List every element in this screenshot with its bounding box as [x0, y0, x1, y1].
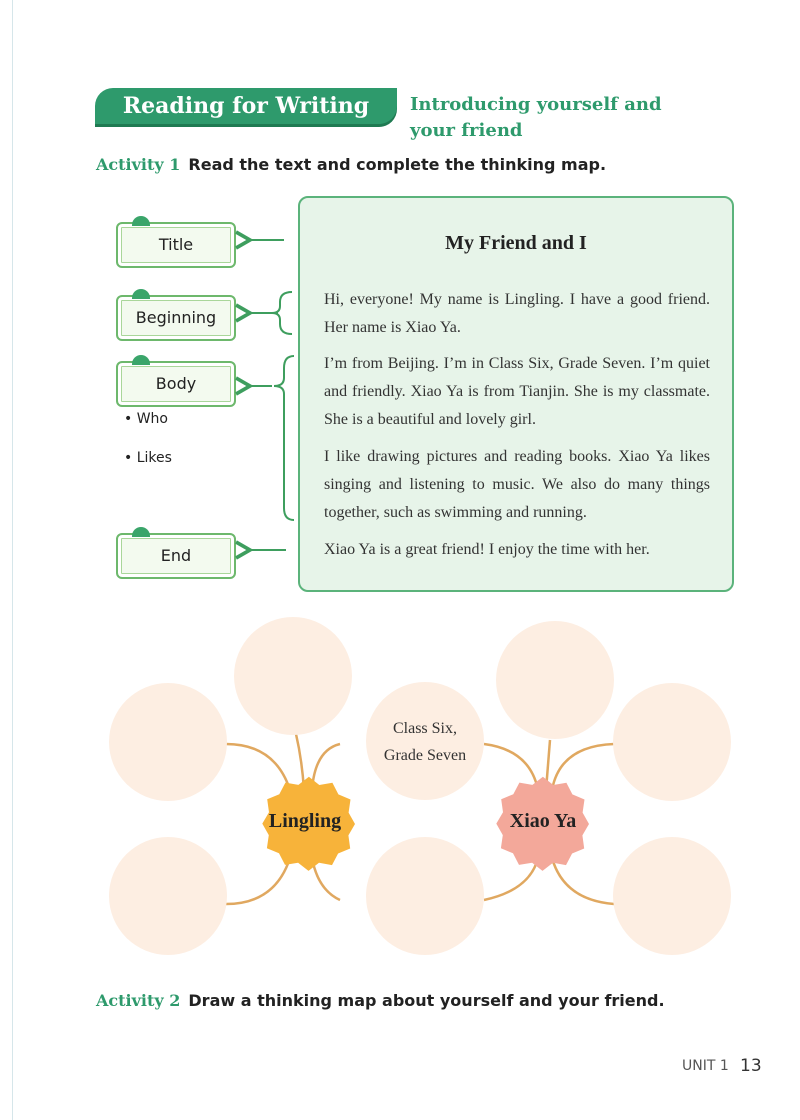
section-banner: Reading for Writing: [95, 88, 397, 124]
reading-text-panel: My Friend and I Hi, everyone! My name is…: [298, 196, 734, 592]
page-edge-line: [12, 0, 13, 1120]
body-point-likes: • Likes: [124, 450, 172, 466]
body-point-who: • Who: [124, 411, 168, 427]
activity-2-label: Activity 2: [96, 991, 181, 1010]
activity-2-instruction: Draw a thinking map about yourself and y…: [188, 991, 665, 1010]
text-title: My Friend and I: [445, 232, 587, 254]
lingling-bubble: [109, 683, 227, 801]
end-label: End: [160, 546, 192, 565]
shared-bubble-top: [366, 682, 484, 800]
end-label-box: End: [116, 527, 236, 579]
section-subtitle: Introducing yourself and your friend: [410, 92, 740, 144]
lingling-star: [262, 776, 355, 871]
lingling-bubble: [109, 837, 227, 955]
footer-unit: UNIT 1: [682, 1058, 729, 1074]
activity-1-instruction: Read the text and complete the thinking …: [188, 155, 607, 174]
label-tab: [132, 289, 150, 299]
paragraph-beginning: Hi, everyone! My name is Lingling. I hav…: [324, 291, 710, 336]
body-label: Body: [155, 374, 197, 393]
xiaoya-star: [496, 776, 589, 871]
subtitle-line-1: Introducing yourself and: [410, 94, 662, 115]
xiaoya-bubble: [496, 621, 614, 739]
shared-bubble-text: Class Six, Grade Seven: [366, 715, 484, 769]
body-label-box: Body: [116, 355, 236, 407]
activity-1-label: Activity 1: [96, 155, 181, 174]
map-bubbles: [109, 617, 731, 955]
lingling-center-label: Lingling: [268, 810, 342, 832]
shared-line-1: Class Six,: [392, 720, 457, 737]
paragraph-end: Xiao Ya is a great friend! I enjoy the t…: [324, 541, 650, 558]
body-bracket: [273, 355, 295, 521]
title-label-box: Title: [116, 216, 236, 268]
beginning-label-box: Beginning: [116, 289, 236, 341]
xiaoya-bubble: [613, 837, 731, 955]
shared-line-2: Grade Seven: [383, 747, 467, 764]
label-tab: [132, 216, 150, 226]
beginning-label: Beginning: [135, 308, 217, 327]
activity-1-heading: Activity 1 Read the text and complete the…: [96, 155, 606, 174]
activity-2-heading: Activity 2 Draw a thinking map about your…: [96, 991, 665, 1010]
title-label: Title: [158, 235, 194, 254]
paragraph-body-likes: I like drawing pictures and reading book…: [324, 448, 710, 521]
banner-title: Reading for Writing: [122, 93, 370, 119]
beginning-bracket: [271, 291, 293, 335]
label-tab: [132, 355, 150, 365]
label-tab: [132, 527, 150, 537]
shared-bubble-bottom: [366, 837, 484, 955]
subtitle-line-2: your friend: [410, 120, 523, 141]
page-number: 13: [740, 1056, 762, 1076]
lingling-bubble: [234, 617, 352, 735]
xiaoya-center-label: Xiao Ya: [509, 810, 577, 832]
xiaoya-bubble: [613, 683, 731, 801]
paragraph-body-who: I’m from Beijing. I’m in Class Six, Grad…: [324, 355, 710, 428]
